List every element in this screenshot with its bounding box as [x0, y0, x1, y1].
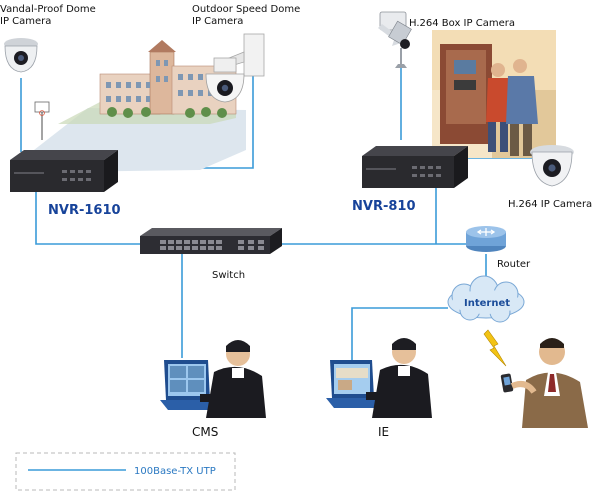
nvr-810-device	[362, 146, 468, 188]
h264-camera-label: H.264 IP Camera	[508, 199, 592, 210]
wireless-bolt-icon	[483, 329, 507, 367]
legend-label: 100Base-TX UTP	[134, 466, 216, 477]
router-label: Router	[497, 259, 531, 270]
internet-label: Internet	[464, 298, 510, 309]
h264-dome-camera	[530, 145, 574, 187]
vandal-dome-label-1: Vandal-Proof Dome	[0, 4, 96, 15]
speed-dome-label-2: IP Camera	[192, 16, 243, 27]
vandal-dome-camera	[4, 38, 38, 73]
ie-workstation	[326, 338, 432, 418]
cms-workstation	[160, 340, 266, 418]
basketball-hoop	[34, 101, 50, 140]
vandal-dome-label-2: IP Camera	[0, 16, 51, 27]
nvr-810-label: NVR-810	[352, 199, 415, 214]
nvr-1610-device	[10, 150, 118, 192]
campus-trees	[107, 107, 227, 118]
mobile-user	[500, 338, 588, 428]
nvr-1610-label: NVR-1610	[48, 203, 121, 218]
switch-label: Switch	[212, 270, 245, 281]
legend-box: 100Base-TX UTP	[15, 452, 236, 491]
cable-cloud-ie	[351, 307, 448, 362]
cms-label: CMS	[192, 425, 218, 439]
campus-building-roof	[148, 40, 176, 52]
router-device	[466, 226, 506, 252]
internet-cloud	[447, 275, 525, 323]
ie-label: IE	[378, 425, 389, 439]
box-camera-label: H.264 Box IP Camera	[409, 18, 515, 29]
speed-dome-label-1: Outdoor Speed Dome	[192, 4, 300, 15]
campus-building-center	[149, 51, 175, 115]
network-switch	[140, 228, 282, 254]
h264-box-camera	[378, 11, 412, 68]
cable-nvr1610-switch	[35, 192, 140, 245]
atm-scene	[432, 30, 556, 158]
speed-dome-camera	[205, 33, 265, 103]
